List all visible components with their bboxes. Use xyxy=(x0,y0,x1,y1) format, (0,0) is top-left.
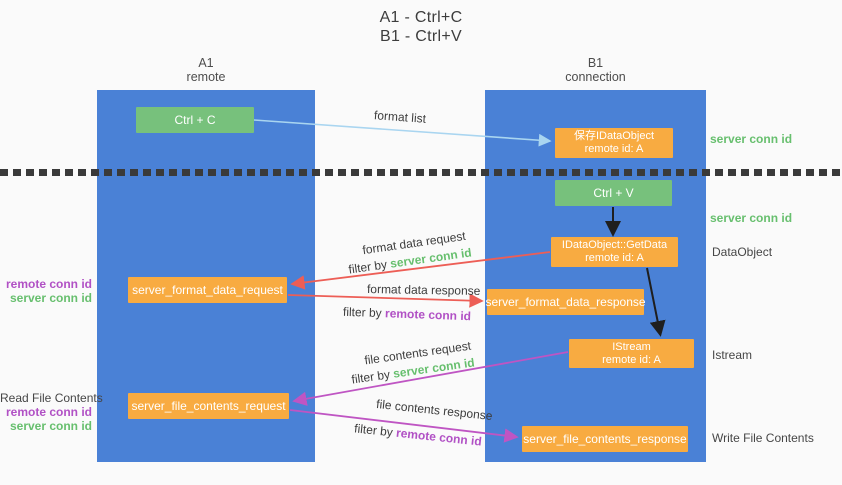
left-column-name: A1 xyxy=(198,56,214,70)
right-column-header: B1 connection xyxy=(485,56,706,84)
server-file-contents-request-node: server_file_contents_request xyxy=(128,393,289,419)
filter-by-text: filter by xyxy=(350,367,391,387)
left-column-header: A1 remote xyxy=(97,56,315,84)
save-dataobject-node: 保存IDataObject remote id: A xyxy=(555,128,673,158)
getdata-line2: remote id: A xyxy=(585,252,644,264)
filter-remote-conn-label-2: filter by remote conn id xyxy=(354,421,483,448)
read-file-contents-annotation: Read File Contents xyxy=(0,391,103,405)
file-contents-response-label: file contents response xyxy=(375,396,494,424)
right-column-name: B1 xyxy=(587,56,604,70)
istream-node: IStream remote id: A xyxy=(569,339,694,368)
ctrl-c-node: Ctrl + C xyxy=(136,107,254,133)
server-conn-id-annotation-top: server conn id xyxy=(710,132,793,146)
left-column-subtitle: remote xyxy=(186,70,226,84)
server-conn-id-annotation-2: server conn id xyxy=(9,419,92,433)
remote-conn-id-annotation-2: remote conn id xyxy=(5,405,92,419)
ctrl-v-node: Ctrl + V xyxy=(555,180,672,206)
left-conn-id-stack-2: Read File Contents remote conn id server… xyxy=(0,391,103,433)
server-conn-id-annotation-mid: server conn id xyxy=(710,211,793,225)
title-line-1: A1 - Ctrl+C xyxy=(379,9,463,26)
istream-annotation: Istream xyxy=(712,348,753,362)
server-format-data-request-node: server_format_data_request xyxy=(128,277,287,303)
save-dataobject-line2: remote id: A xyxy=(584,143,644,155)
remote-conn-id-annotation-1: remote conn id xyxy=(5,277,92,291)
left-conn-id-stack-1: remote conn id server conn id xyxy=(0,277,92,305)
write-file-contents-annotation: Write File Contents xyxy=(712,431,814,445)
title-line-2: B1 - Ctrl+V xyxy=(380,28,462,45)
server-conn-id-annotation-1: server conn id xyxy=(9,291,92,305)
save-dataobject-line1: 保存IDataObject xyxy=(573,130,655,142)
getdata-node: IDataObject::GetData remote id: A xyxy=(551,237,678,267)
server-file-contents-response-node: server_file_contents_response xyxy=(522,426,688,452)
format-list-label: format list xyxy=(373,108,427,126)
remote-conn-id-text: remote conn id xyxy=(395,425,483,449)
filter-remote-conn-label-1: filter by remote conn id xyxy=(343,305,471,323)
filter-by-text: filter by xyxy=(347,257,388,277)
istream-line2: remote id: A xyxy=(602,353,661,366)
getdata-line1: IDataObject::GetData xyxy=(561,239,668,251)
dotted-separator-line xyxy=(0,169,842,176)
dataobject-annotation: DataObject xyxy=(712,245,773,259)
diagram-title: A1 - Ctrl+C B1 - Ctrl+V xyxy=(321,8,521,46)
right-column-subtitle: connection xyxy=(565,70,626,84)
server-format-data-response-node: server_format_data_response xyxy=(485,289,646,315)
remote-conn-id-text: remote conn id xyxy=(384,306,472,324)
filter-by-text: filter by xyxy=(353,421,394,440)
filter-by-text: filter by xyxy=(342,304,382,321)
istream-line1: IStream xyxy=(612,340,651,353)
format-data-response-label: format data response xyxy=(366,282,481,298)
